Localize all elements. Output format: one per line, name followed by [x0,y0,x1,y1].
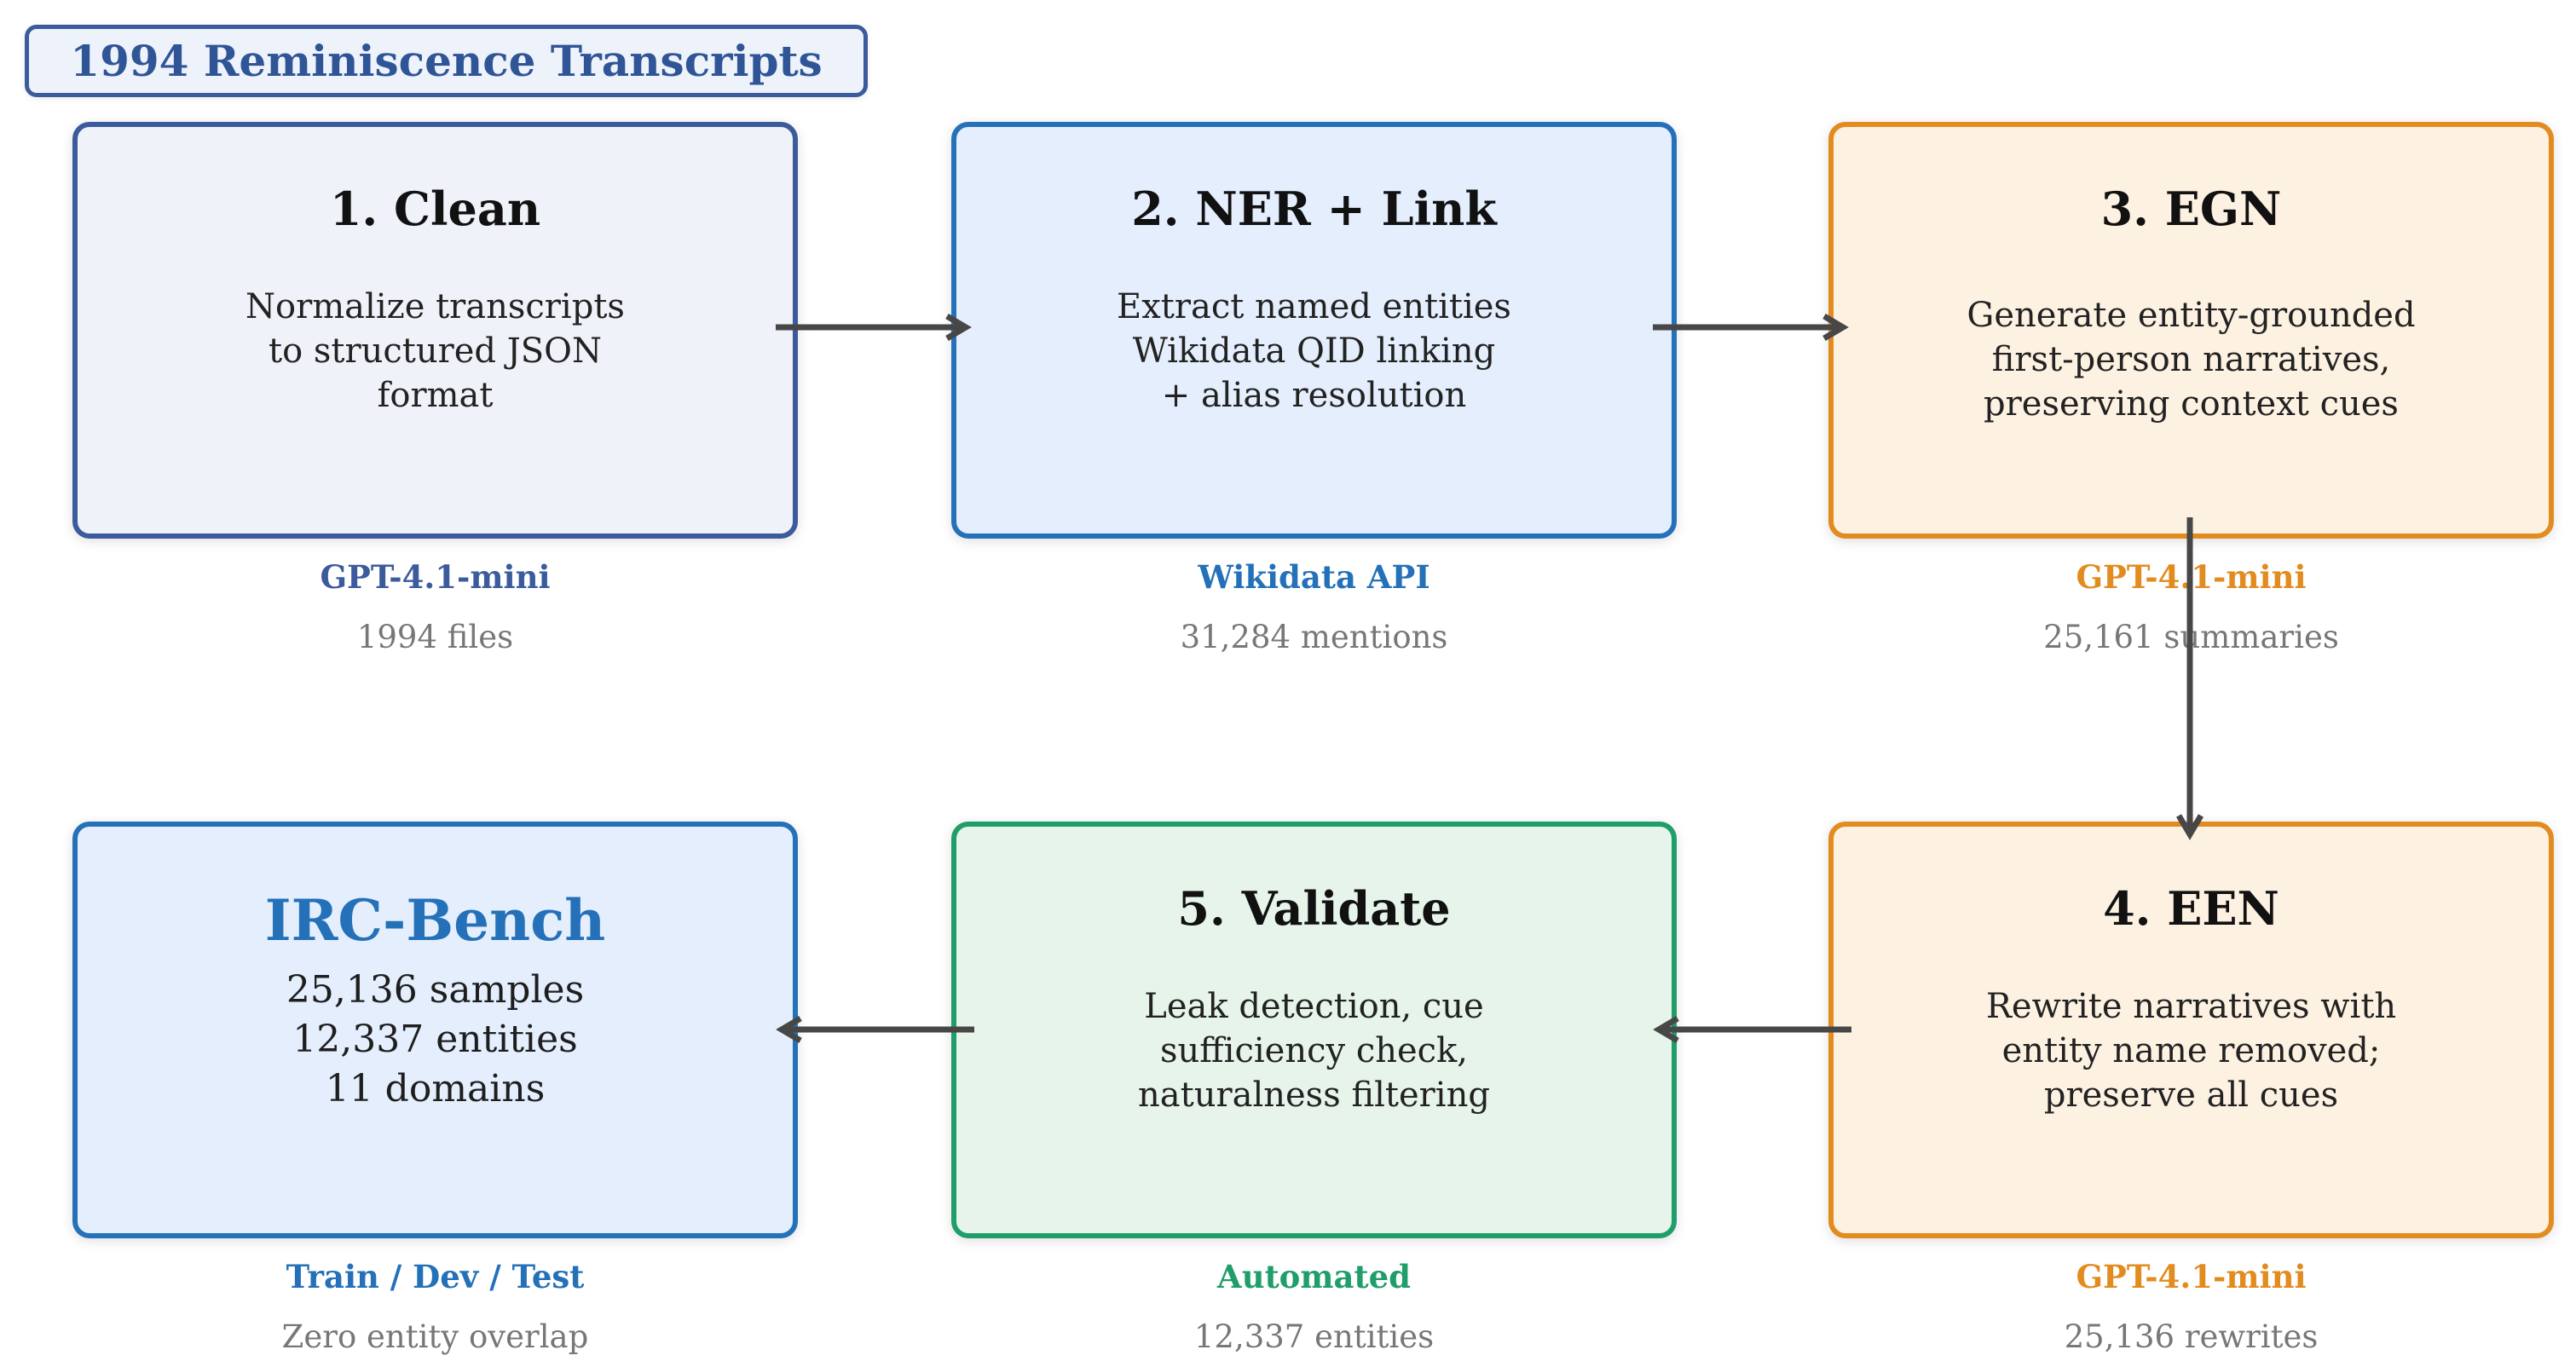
validate-tool-label: Automated [1216,1258,1411,1295]
egn-stat-label: 25,161 summaries [2043,619,2339,655]
stage-output: IRC-Bench 25,136 samples 12,337 entities… [72,822,798,1355]
een-title: 4. EEN [2103,881,2279,936]
irc-bench-box: IRC-Bench 25,136 samples 12,337 entities… [72,822,798,1238]
diagram-title-box: 1994 Reminiscence Transcripts [25,25,868,97]
validate-description-line: naturalness filtering [1138,1076,1490,1115]
clean-description-line: format [377,376,494,415]
ner-link-title: 2. NER + Link [1131,182,1497,236]
een-description-line: entity name removed; [2001,1031,2381,1070]
egn-description-line: Generate entity-grounded [1967,296,2416,335]
ner-link-description-line: Wikidata QID linking [1132,332,1496,371]
clean-box: 1. Clean Normalize transcripts to struct… [72,122,798,539]
egn-title: 3. EGN [2100,182,2282,236]
arrow-clean-to-ner-link [776,313,972,342]
egn-description: Generate entity-grounded first-person na… [1834,293,2549,426]
egn-description-line: preserving context cues [1984,384,2399,424]
stage-egn: 3. EGN Generate entity-grounded first-pe… [1828,122,2554,655]
ner-link-description-line: Extract named entities [1117,287,1511,326]
ner-link-box: 2. NER + Link Extract named entities Wik… [951,122,1677,539]
egn-box: 3. EGN Generate entity-grounded first-pe… [1828,122,2554,539]
een-description-line: Rewrite narratives with [1985,987,2397,1026]
validate-description-line: Leak detection, cue [1144,987,1484,1026]
egn-tool-label: GPT-4.1-mini [2076,558,2307,596]
een-tool-label: GPT-4.1-mini [2076,1258,2307,1295]
stage-clean: 1. Clean Normalize transcripts to struct… [72,122,798,655]
een-description: Rewrite narratives with entity name remo… [1834,984,2549,1117]
diagram-title: 1994 Reminiscence Transcripts [70,36,823,86]
ner-link-description-line: + alias resolution [1161,376,1467,415]
irc-bench-stat-line: 12,337 entities [292,1018,578,1061]
validate-stat-label: 12,337 entities [1193,1318,1435,1355]
arrow-een-to-validate [1653,1015,1851,1044]
irc-bench-overlap-label: Zero entity overlap [281,1318,589,1355]
ner-link-description: Extract named entities Wikidata QID link… [956,285,1672,418]
ner-link-stat-label: 31,284 mentions [1180,619,1448,655]
irc-bench-split-label: Train / Dev / Test [286,1258,585,1295]
een-description-line: preserve all cues [2043,1076,2339,1115]
clean-title: 1. Clean [329,182,541,236]
arrow-validate-to-irc-bench [776,1015,974,1044]
clean-tool-label: GPT-4.1-mini [320,558,551,596]
stage-ner-link: 2. NER + Link Extract named entities Wik… [951,122,1677,655]
irc-bench-stat-line: 11 domains [325,1067,546,1110]
validate-description-line: sufficiency check, [1159,1031,1469,1070]
validate-title: 5. Validate [1177,881,1451,936]
clean-description-line: Normalize transcripts [245,287,625,326]
clean-stat-label: 1994 files [356,619,514,655]
clean-description: Normalize transcripts to structured JSON… [78,285,793,418]
irc-bench-title: IRC-Bench [264,887,606,954]
clean-description-line: to structured JSON [269,332,602,371]
irc-bench-stats: 25,136 samples 12,337 entities 11 domain… [78,966,793,1114]
arrow-ner-link-to-egn [1653,313,1849,342]
egn-description-line: first-person narratives, [1991,340,2391,379]
stage-validate: 5. Validate Leak detection, cue sufficie… [951,822,1677,1355]
validate-description: Leak detection, cue sufficiency check, n… [956,984,1672,1117]
een-box: 4. EEN Rewrite narratives with entity na… [1828,822,2554,1238]
een-stat-label: 25,136 rewrites [2064,1318,2319,1355]
ner-link-tool-label: Wikidata API [1198,558,1430,596]
validate-box: 5. Validate Leak detection, cue sufficie… [951,822,1677,1238]
irc-bench-stat-line: 25,136 samples [286,968,585,1012]
stage-een: 4. EEN Rewrite narratives with entity na… [1828,822,2554,1355]
